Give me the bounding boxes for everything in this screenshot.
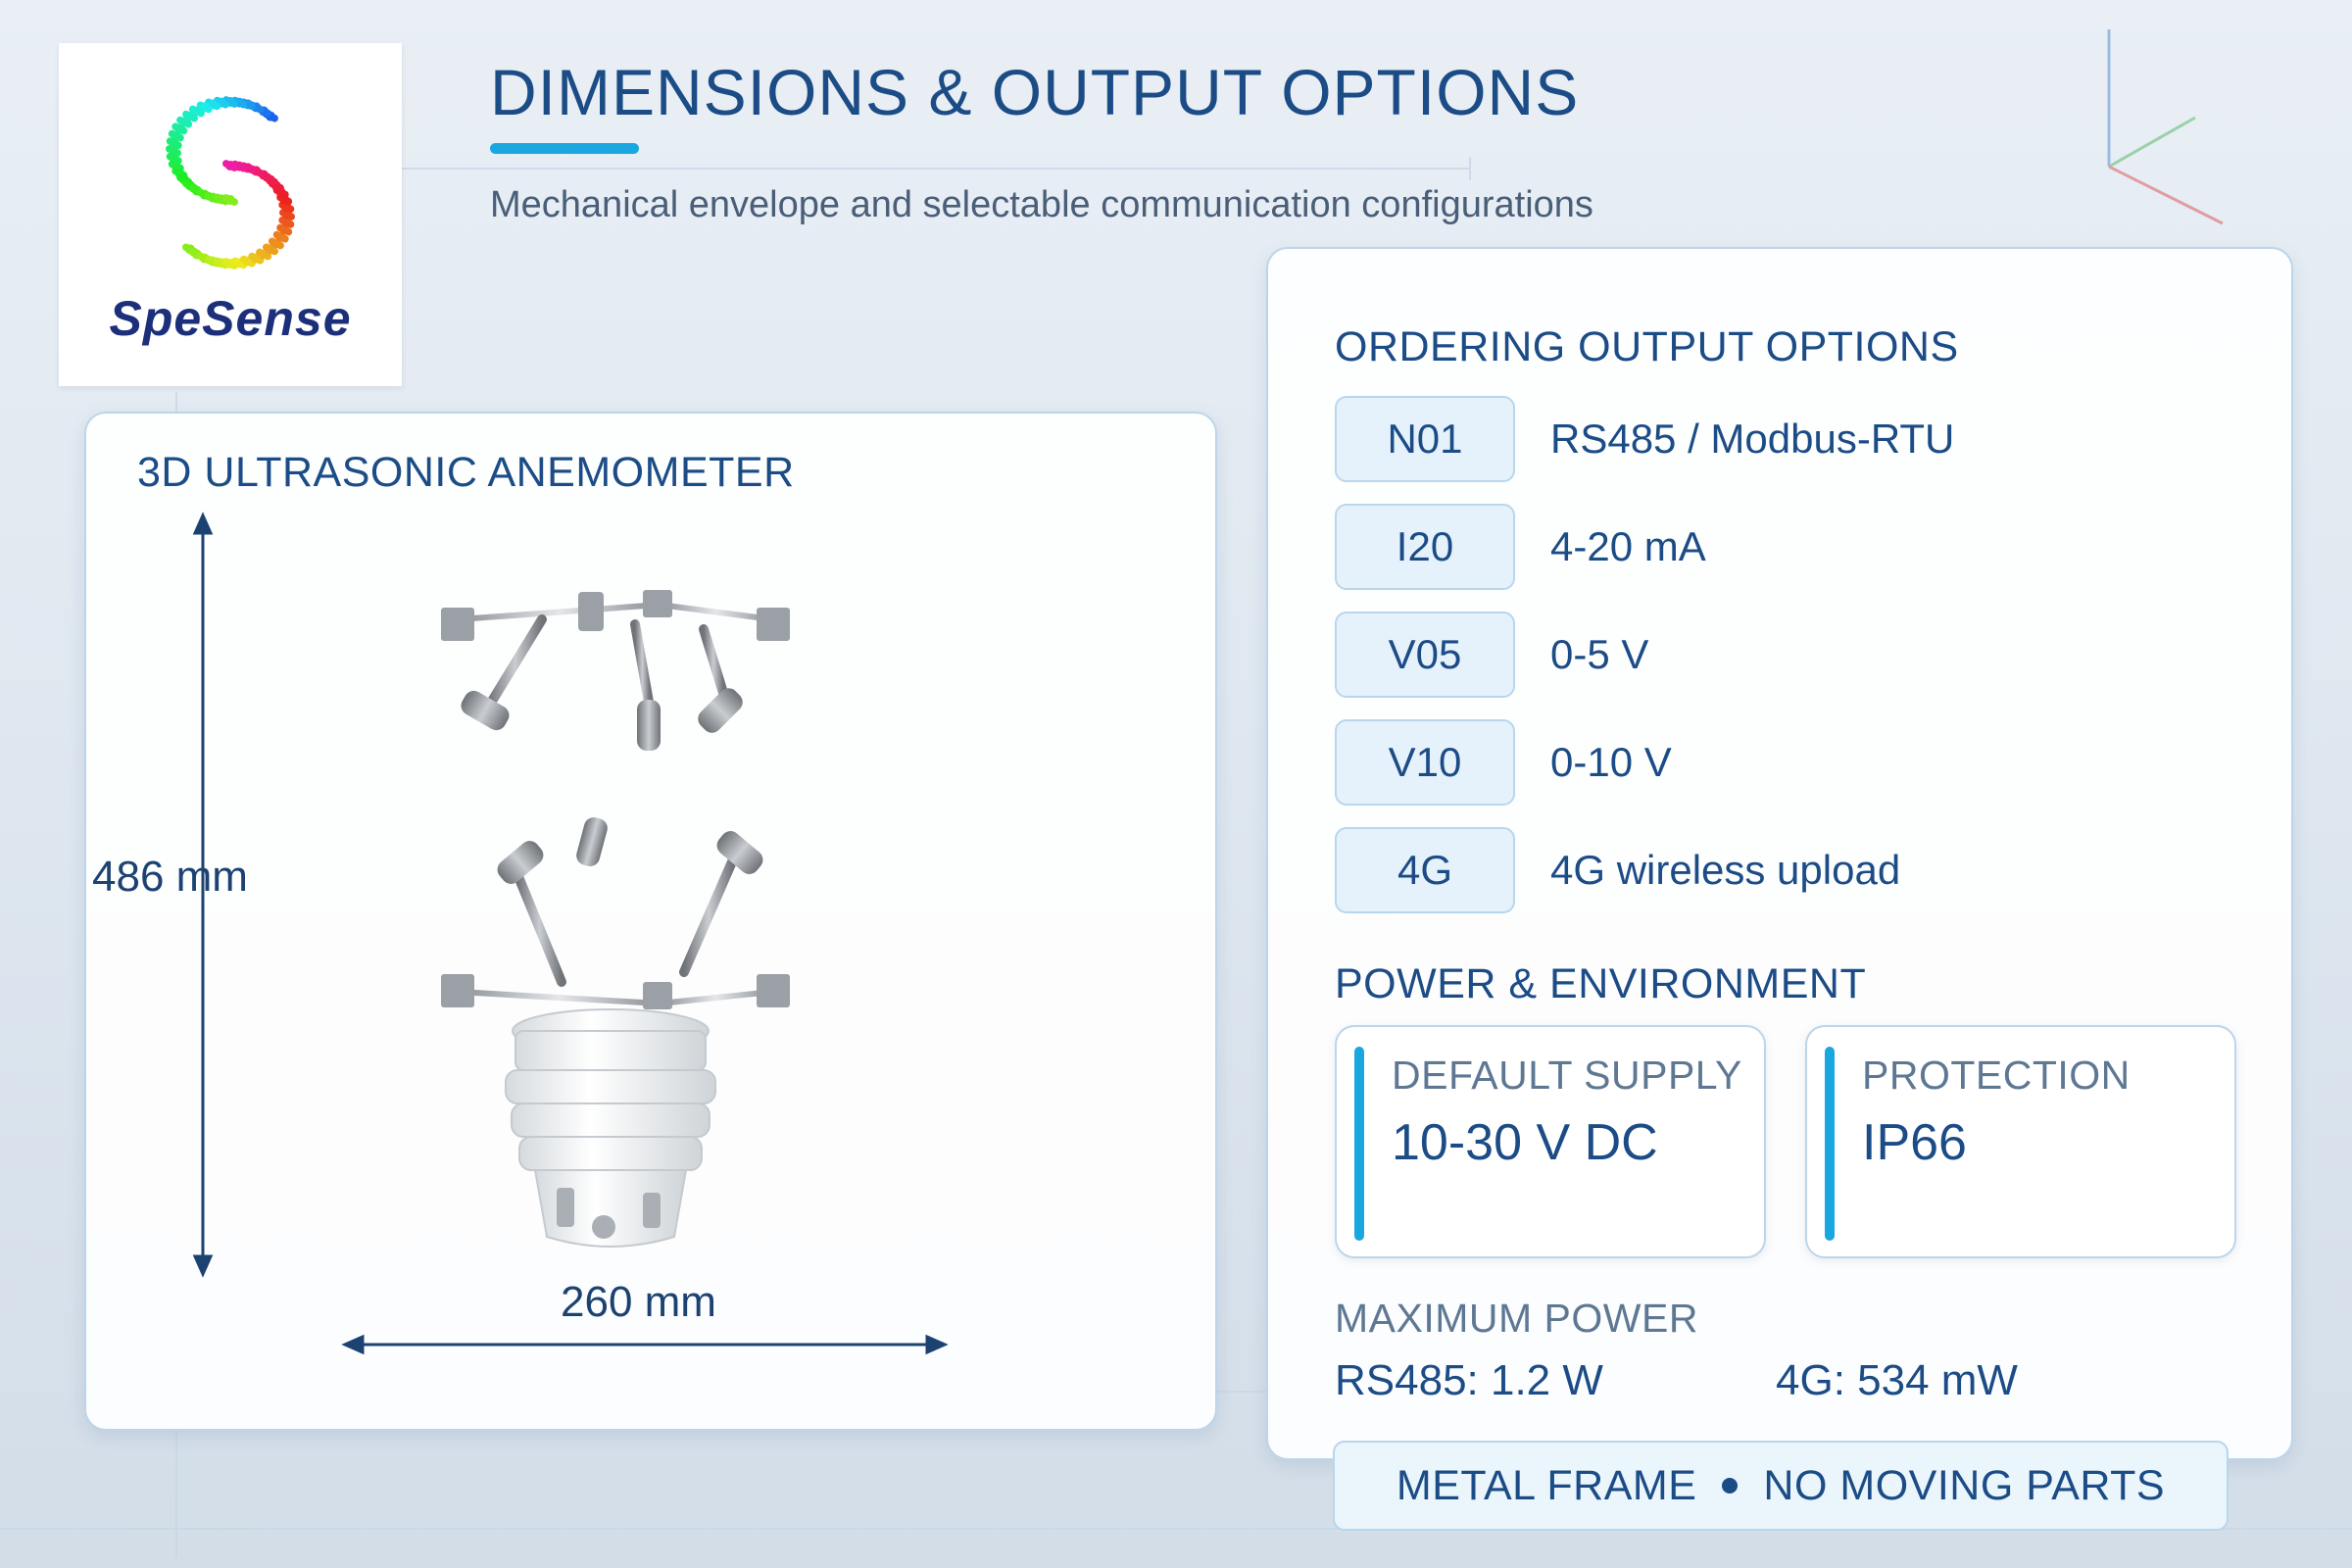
logo-dot xyxy=(276,183,284,192)
accent-bar xyxy=(1825,1047,1835,1241)
protection-value: IP66 xyxy=(1862,1114,1967,1171)
logo-dot xyxy=(284,227,293,236)
logo-dot xyxy=(286,220,295,228)
option-code-v10: V10 xyxy=(1335,719,1515,806)
logo-dot xyxy=(184,120,193,128)
separator-dot-icon xyxy=(1722,1478,1739,1494)
ordering-options-title: ORDERING OUTPUT OPTIONS xyxy=(1335,323,1959,370)
option-code-v05: V05 xyxy=(1335,612,1515,698)
option-code-n01: N01 xyxy=(1335,396,1515,482)
supply-label: DEFAULT SUPPLY xyxy=(1392,1053,1742,1098)
logo-dot xyxy=(276,241,284,250)
logo-dot xyxy=(239,164,248,172)
option-code-4g: 4G xyxy=(1335,827,1515,913)
output-options-panel: ORDERING OUTPUT OPTIONS N01 RS485 / Modb… xyxy=(1266,247,2293,1460)
logo-dot xyxy=(230,164,238,172)
logo-dot xyxy=(281,190,289,199)
logo-dot xyxy=(190,114,198,122)
default-supply-card: DEFAULT SUPPLY 10-30 V DC xyxy=(1335,1025,1766,1258)
logo-dot xyxy=(230,198,238,206)
logo-dot xyxy=(281,235,289,243)
feature-metal-frame: METAL FRAME xyxy=(1396,1461,1697,1509)
logo-dot xyxy=(264,172,272,181)
logo-dot xyxy=(284,197,293,206)
max-power-title: MAXIMUM POWER xyxy=(1335,1296,1698,1341)
logo-dot xyxy=(256,169,265,177)
logo-dot xyxy=(197,109,205,118)
protection-card: PROTECTION IP66 xyxy=(1805,1025,2236,1258)
title-underline xyxy=(490,143,639,154)
logo-dot xyxy=(248,102,256,111)
logo-dot xyxy=(264,252,272,261)
option-desc-i20: 4-20 mA xyxy=(1550,523,1706,569)
logo-dot xyxy=(286,205,295,214)
logo-dot xyxy=(213,102,221,111)
page-title: DIMENSIONS & OUTPUT OPTIONS xyxy=(490,56,1580,128)
logo-dot xyxy=(264,109,272,118)
protection-label: PROTECTION xyxy=(1862,1053,2131,1098)
anemometer-panel: 3D ULTRASONIC ANEMOMETER 486 mm 260 mm xyxy=(84,412,1217,1431)
anemometer-title: 3D ULTRASONIC ANEMOMETER xyxy=(137,449,795,496)
logo-dot xyxy=(205,105,213,114)
max-power-4g: 4G: 534 mW xyxy=(1776,1356,2018,1404)
option-desc-v05: 0-5 V xyxy=(1550,631,1649,677)
page-subtitle: Mechanical envelope and selectable commu… xyxy=(490,184,1593,225)
supply-value: 10-30 V DC xyxy=(1392,1114,1658,1171)
option-desc-v10: 0-10 V xyxy=(1550,739,1672,785)
logo-dot xyxy=(221,100,229,109)
logo-dot xyxy=(176,133,184,142)
brand-name: SpeSense xyxy=(109,291,352,346)
feature-no-moving-parts: NO MOVING PARTS xyxy=(1763,1461,2166,1509)
brand-logo: SpeSense xyxy=(59,43,402,386)
dimension-arrows xyxy=(192,512,949,1355)
logo-mark-icon xyxy=(166,96,295,270)
logo-dot xyxy=(248,166,256,174)
logo-dot xyxy=(230,100,238,108)
logo-dot xyxy=(256,105,265,114)
logo-dot xyxy=(270,247,278,256)
accent-bar xyxy=(1354,1047,1364,1241)
option-desc-n01: RS485 / Modbus-RTU xyxy=(1550,416,1955,462)
logo-dot xyxy=(270,114,278,122)
max-power-rs485: RS485: 1.2 W xyxy=(1335,1356,1603,1404)
width-dimension-label: 260 mm xyxy=(561,1278,716,1326)
logo-dot xyxy=(239,100,248,109)
power-environment-title: POWER & ENVIRONMENT xyxy=(1335,960,1867,1007)
logo-dot xyxy=(287,213,295,220)
logo-dot xyxy=(179,126,188,135)
option-desc-4g: 4G wireless upload xyxy=(1550,847,1901,893)
features-pill: METAL FRAME NO MOVING PARTS xyxy=(1333,1441,2229,1531)
height-dimension-label: 486 mm xyxy=(92,853,248,901)
logo-dot xyxy=(270,177,278,186)
anemometer-illustration xyxy=(441,590,790,1248)
option-code-i20: I20 xyxy=(1335,504,1515,590)
